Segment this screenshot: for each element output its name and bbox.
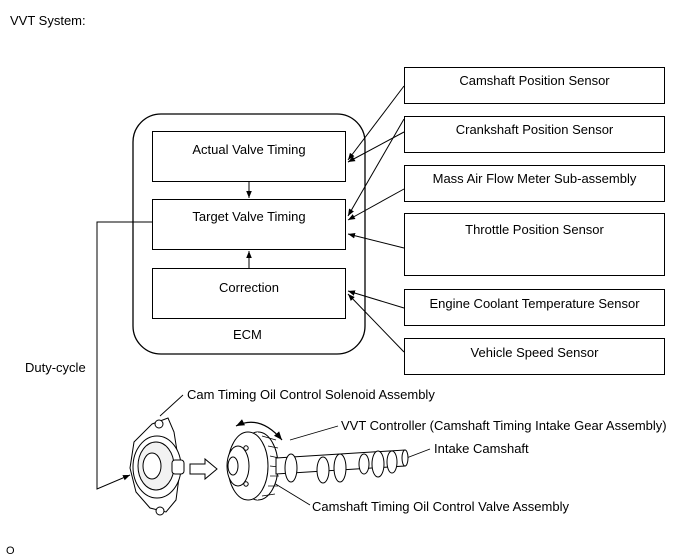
sensor-label: Mass Air Flow Meter Sub-assembly [432,171,637,186]
sensor-engine-coolant-temperature: Engine Coolant Temperature Sensor [404,289,665,326]
sensor-arrows [347,85,405,353]
intake-camshaft-label: Intake Camshaft [434,441,529,456]
sensor-label: Camshaft Position Sensor [459,73,610,88]
figure-id: O [6,545,15,557]
vvt-gear-drawing [226,431,280,501]
sensor-label: Vehicle Speed Sensor [470,345,599,360]
solenoid-label: Cam Timing Oil Control Solenoid Assembly [187,387,435,402]
ecm-outline [132,113,366,355]
duty-cycle-label: Duty-cycle [25,360,86,375]
sensor-label: Crankshaft Position Sensor [455,122,614,137]
solenoid-drawing [129,417,185,516]
vvt-controller-label: VVT Controller (Camshaft Timing Intake G… [341,418,667,433]
sensor-vehicle-speed: Vehicle Speed Sensor [404,338,665,375]
camshaft-drawing [275,449,409,484]
target-valve-timing-block: Target Valve Timing [152,199,346,250]
rotation-arrow [235,419,283,441]
target-valve-timing-label: Target Valve Timing [192,209,306,224]
sensor-label: Engine Coolant Temperature Sensor [429,296,640,311]
sensor-crankshaft-position: Crankshaft Position Sensor [404,116,665,153]
sensor-mass-air-flow: Mass Air Flow Meter Sub-assembly [404,165,665,202]
direction-arrow [189,457,218,481]
ecm-label: ECM [233,327,262,342]
page-title: VVT System: [10,13,86,28]
correction-block: Correction [152,268,346,319]
actual-valve-timing-label: Actual Valve Timing [192,142,306,157]
sensor-camshaft-position: Camshaft Position Sensor [404,67,665,104]
sensor-throttle-position: Throttle Position Sensor [404,213,665,276]
actual-valve-timing-block: Actual Valve Timing [152,131,346,182]
oil-control-valve-label: Camshaft Timing Oil Control Valve Assemb… [312,499,569,514]
correction-label: Correction [219,280,279,295]
sensor-label: Throttle Position Sensor [465,222,604,237]
duty-cycle-line [96,221,152,490]
